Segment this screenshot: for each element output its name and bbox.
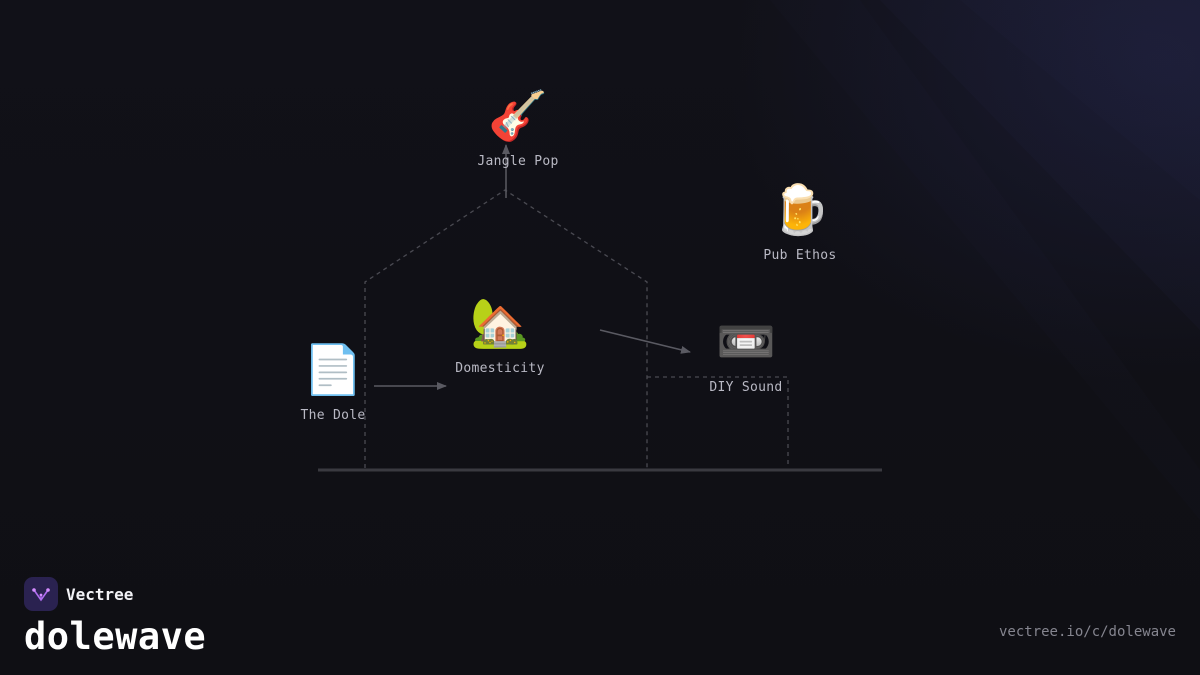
source-url[interactable]: vectree.io/c/dolewave [998, 624, 1176, 640]
guitar-icon: 🎸 [488, 88, 548, 144]
node-diy-sound[interactable]: 📼 DIY Sound [666, 314, 826, 395]
beer-mug-icon: 🍺 [770, 182, 830, 238]
house-icon: 🏡 [470, 295, 530, 351]
node-label: Domesticity [455, 361, 545, 376]
brand-name: Vectree [66, 584, 134, 604]
vectree-logo-icon [24, 577, 58, 611]
node-label: DIY Sound [709, 380, 783, 395]
page-title: dolewave [24, 615, 207, 658]
brand-block: Vectree dolewave [24, 577, 206, 658]
dashed-roof-connector [364, 189, 648, 468]
videocassette-icon: 📼 [716, 314, 776, 370]
document-icon: 📄 [303, 342, 363, 398]
brand-row: Vectree [24, 577, 206, 611]
node-domesticity[interactable]: 🏡 Domesticity [420, 295, 580, 376]
node-jangle-pop[interactable]: 🎸 Jangle Pop [438, 88, 598, 169]
dashed-diy-bracket [647, 376, 789, 468]
node-pub-ethos[interactable]: 🍺 Pub Ethos [720, 182, 880, 263]
arrow-domesticity-to-diy-sound [599, 329, 691, 354]
node-label: Jangle Pop [477, 154, 559, 169]
node-label: The Dole [300, 408, 366, 423]
node-label: Pub Ethos [763, 248, 837, 263]
node-the-dole[interactable]: 📄 The Dole [253, 342, 413, 423]
